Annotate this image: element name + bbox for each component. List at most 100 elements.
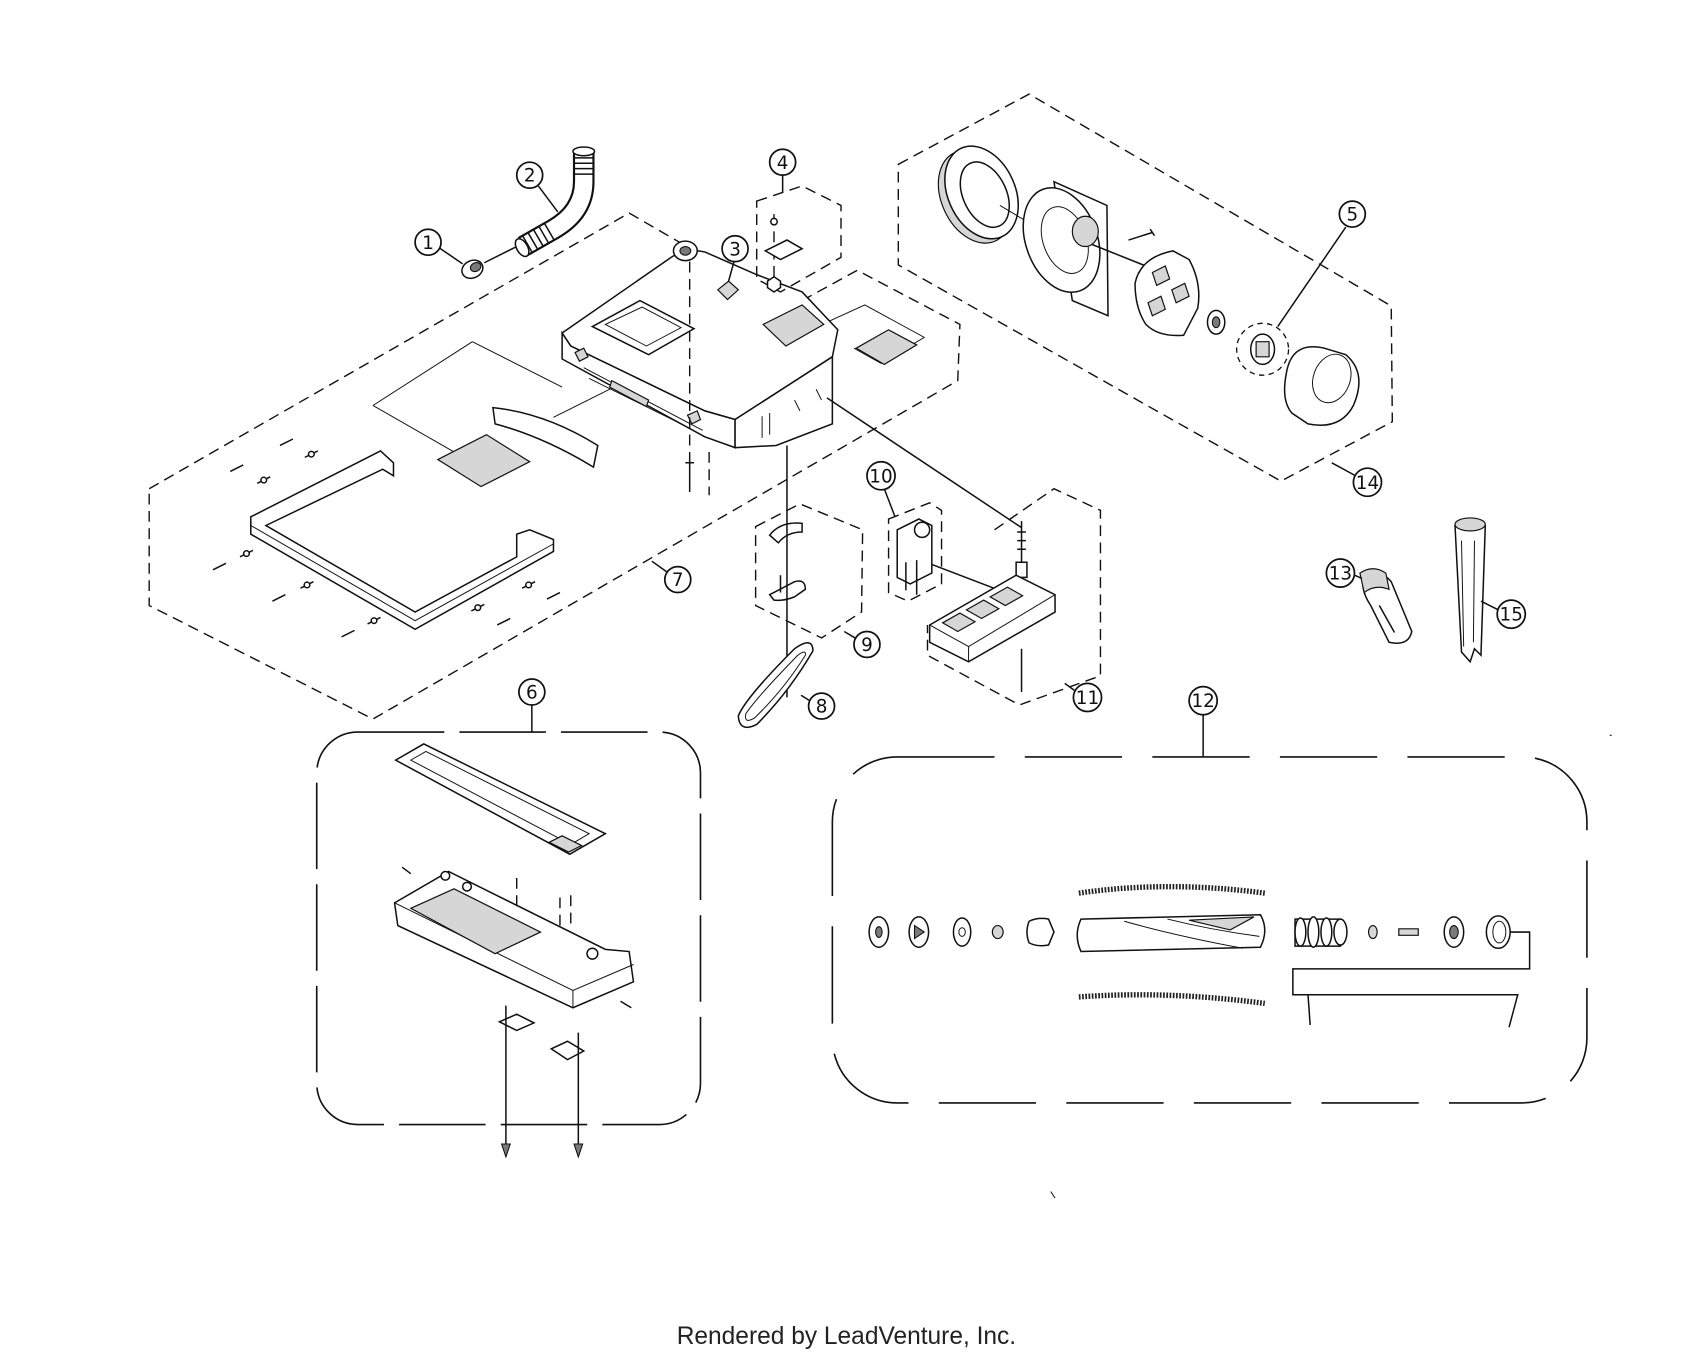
callout-5-label: 5 — [1346, 205, 1358, 226]
part-9-clip — [768, 522, 803, 544]
callout-7-circle — [663, 565, 692, 594]
housing-screw — [685, 459, 694, 492]
part-12-end-ring-inner — [1492, 920, 1507, 944]
housing-front-vent — [686, 410, 702, 425]
front-bumper — [492, 406, 599, 469]
part-15-wand-top — [1454, 517, 1486, 532]
group-9-clips — [754, 503, 864, 639]
part-10-screws — [905, 560, 918, 595]
group-4-nut — [766, 275, 782, 293]
callout-2[interactable]: 2 — [515, 161, 544, 190]
part-6-sole-plate-tab — [547, 835, 583, 853]
part-2-hose-inner — [518, 153, 593, 255]
callout-15-circle — [1496, 599, 1527, 630]
group-4-plate — [763, 239, 804, 261]
callout-1[interactable]: 1 — [414, 228, 442, 257]
housing-opening — [590, 299, 696, 356]
part-11-tray — [928, 574, 1056, 663]
callout-7[interactable]: 7 — [663, 565, 692, 594]
rear-label-outline — [826, 304, 926, 364]
hood-housing — [561, 240, 839, 449]
housing-front-slot — [608, 379, 650, 408]
leader-7 — [651, 560, 668, 573]
part-6-base-boss — [461, 881, 473, 892]
part-2-hose — [514, 146, 596, 258]
callouts: 1 2 3 4 5 6 7 8 9 10 11 12 13 14 15 — [414, 148, 1527, 720]
part-15-wand — [1454, 524, 1487, 664]
callout-6[interactable]: 6 — [518, 678, 546, 706]
part-12-washer — [952, 917, 972, 947]
part-12-brush-strip-bottom — [1078, 992, 1266, 1007]
group-12-brush-roll-assembly — [831, 713, 1588, 1104]
callout-14-circle — [1352, 467, 1383, 498]
part-12-washer-bore — [913, 924, 926, 940]
part-6-base-boss — [440, 870, 451, 881]
callout-14[interactable]: 14 — [1352, 467, 1383, 498]
callout-3[interactable]: 3 — [721, 234, 749, 263]
callout-13[interactable]: 13 — [1325, 558, 1356, 588]
part-10-bracket-hole — [913, 521, 931, 539]
group-7-dashed-outline — [148, 212, 961, 720]
part-12-spacer — [991, 924, 1004, 940]
callout-5[interactable]: 5 — [1338, 200, 1367, 228]
part-11-tray-top — [929, 594, 1056, 662]
part-15-wand-detail — [1461, 540, 1475, 647]
callout-1-circle — [414, 228, 442, 257]
part-12-bracket — [1292, 931, 1531, 1028]
callout-11-circle — [1072, 682, 1103, 713]
part-12-washer-bore — [1449, 925, 1459, 940]
callout-3-circle — [721, 234, 749, 263]
callout-15[interactable]: 15 — [1496, 599, 1527, 630]
housing-side — [734, 355, 834, 449]
group-11-tray — [926, 487, 1102, 706]
part-2-hose-top-cap — [572, 146, 596, 157]
part-6-sole-plate — [394, 743, 607, 856]
part-12-washer-bore — [958, 927, 966, 937]
callout-2-circle — [515, 161, 544, 190]
part-13-nozzle-slot — [1378, 605, 1396, 633]
part-12-bearing-ring — [1294, 917, 1307, 947]
callout-9-circle — [853, 630, 881, 659]
leader-2 — [537, 185, 559, 213]
housing-outlet — [762, 304, 825, 347]
callout-12[interactable]: 12 — [1188, 685, 1219, 716]
callout-8[interactable]: 8 — [807, 692, 836, 720]
callout-3-label: 3 — [729, 239, 741, 260]
leader-15 — [1480, 600, 1499, 611]
callout-13-label: 13 — [1329, 564, 1352, 585]
leader-13 — [1354, 574, 1363, 580]
tray-assembly-line — [826, 397, 1022, 529]
group-14-motor-assembly — [897, 93, 1394, 482]
callout-10-circle — [866, 460, 896, 491]
group-7-base-assembly — [148, 212, 961, 720]
group-6-sole-plate-assembly — [315, 704, 702, 1159]
callout-9[interactable]: 9 — [853, 630, 881, 659]
motor-fan-vanes — [1147, 265, 1190, 317]
frame-washer — [260, 476, 268, 484]
stray-mark — [1050, 734, 1612, 1199]
base-plate-outline — [372, 341, 693, 453]
leader-3 — [727, 261, 735, 282]
callout-4-circle — [768, 148, 797, 177]
group-11-dashed-outline — [926, 487, 1102, 706]
part-11-pin-base — [1015, 561, 1028, 579]
callout-14-label: 14 — [1356, 473, 1379, 494]
part-13-nozzle-group — [1354, 568, 1413, 644]
part-12-bearing-face — [1333, 918, 1348, 946]
group-4-screw-head — [769, 217, 778, 226]
bottom-frame — [250, 449, 555, 631]
part-12-end-cap — [1026, 917, 1055, 947]
callout-6-label: 6 — [526, 683, 538, 704]
group-12-dashed-outline — [831, 756, 1588, 1104]
callout-2-label: 2 — [524, 166, 536, 187]
leader-8 — [800, 694, 811, 702]
callout-10[interactable]: 10 — [866, 460, 896, 491]
footer-credit: Rendered by LeadVenture, Inc. — [677, 1322, 1016, 1350]
part-6-foot — [497, 1013, 536, 1032]
part-6-sole-plate-inner — [409, 750, 591, 846]
part-1-assembly-line — [483, 243, 522, 264]
callout-4-label: 4 — [777, 153, 789, 174]
callout-11[interactable]: 11 — [1072, 682, 1103, 713]
part-2-hose-bottom-cap — [514, 238, 530, 258]
callout-4[interactable]: 4 — [768, 148, 797, 177]
